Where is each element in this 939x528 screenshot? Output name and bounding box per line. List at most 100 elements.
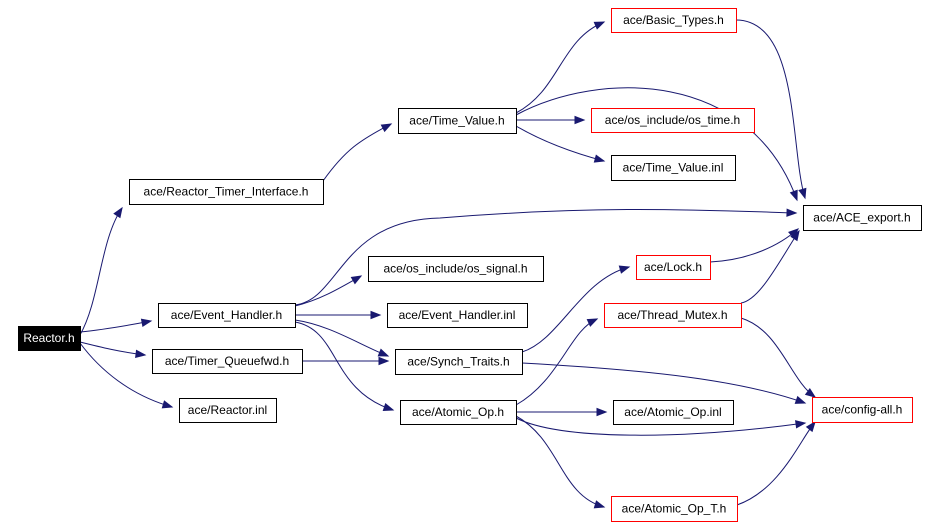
- edge-line: [515, 125, 605, 162]
- edge-lock_h-to-ace_export: [709, 228, 800, 263]
- edge-line: [515, 318, 598, 406]
- edge-time_value_h-to-ace_export: [515, 87, 798, 202]
- node-synch-traits[interactable]: ace/Synch_Traits.h: [395, 349, 523, 375]
- edge-reactor_timer_interface-to-time_value_h: [322, 123, 393, 182]
- node-box: [611, 496, 738, 522]
- edge-arrowhead: [596, 407, 608, 417]
- edge-line: [294, 275, 362, 307]
- node-box: [158, 303, 296, 328]
- edge-line: [79, 207, 123, 336]
- node-reactor-timer-interface[interactable]: ace/Reactor_Timer_Interface.h: [129, 179, 324, 205]
- edge-arrowhead: [380, 123, 393, 133]
- node-label: ace/Time_Value.inl: [623, 161, 724, 175]
- edge-arrowhead: [378, 356, 390, 366]
- edge-event_handler_h-to-os_signal: [294, 275, 363, 307]
- edge-basic_types-to-ace_export: [735, 19, 807, 200]
- edge-line: [294, 319, 389, 357]
- edge-thread_mutex-to-ace_export: [740, 229, 800, 304]
- edge-arrowhead: [377, 348, 390, 357]
- node-config-all[interactable]: ace/config-all.h: [812, 397, 913, 423]
- edges-layer: [79, 19, 817, 509]
- node-label: ace/Event_Handler.inl: [399, 308, 516, 322]
- node-label: ace/config-all.h: [822, 403, 903, 417]
- node-label: ace/Synch_Traits.h: [407, 355, 509, 369]
- edge-line: [515, 417, 806, 436]
- node-lock-h[interactable]: ace/Lock.h: [636, 255, 711, 280]
- edge-reactor_h-to-reactor_timer_interface: [79, 206, 123, 336]
- edge-synch_traits-to-config_all: [521, 362, 807, 404]
- node-label: ace/Atomic_Op.h: [412, 405, 504, 419]
- edge-line: [515, 21, 605, 114]
- edge-reactor_h-to-timer_queuefwd: [79, 341, 147, 359]
- edge-arrowhead: [370, 310, 382, 320]
- edge-arrowhead: [790, 229, 800, 242]
- node-box: [803, 205, 922, 231]
- node-atomic-op-inl[interactable]: ace/Atomic_Op.inl: [613, 400, 734, 425]
- node-box: [179, 398, 277, 423]
- edge-arrowhead: [593, 500, 606, 509]
- node-label: ace/Timer_Queuefwd.h: [165, 354, 289, 368]
- node-timer-queuefwd[interactable]: ace/Timer_Queuefwd.h: [152, 349, 303, 374]
- edge-reactor_h-to-event_handler_h: [79, 318, 153, 333]
- node-label: Reactor.h: [23, 331, 74, 345]
- edge-arrowhead: [789, 189, 798, 202]
- node-label: ace/Reactor_Timer_Interface.h: [144, 185, 309, 199]
- node-thread-mutex[interactable]: ace/Thread_Mutex.h: [604, 303, 742, 328]
- edge-arrowhead: [350, 275, 363, 285]
- node-box: [368, 256, 544, 282]
- node-time-value-inl[interactable]: ace/Time_Value.inl: [611, 155, 736, 181]
- edge-line: [736, 421, 816, 506]
- edge-line: [515, 415, 605, 508]
- edge-event_handler_h-to-ace_export: [294, 208, 798, 306]
- edge-arrowhead: [618, 265, 631, 274]
- node-os-signal[interactable]: ace/os_include/os_signal.h: [368, 256, 544, 282]
- node-label: ace/Thread_Mutex.h: [617, 308, 727, 322]
- edge-line: [322, 123, 392, 182]
- node-event-handler-inl[interactable]: ace/Event_Handler.inl: [387, 303, 528, 328]
- node-time-value-h[interactable]: ace/Time_Value.h: [398, 108, 517, 134]
- edge-line: [79, 342, 173, 408]
- node-label: ace/Atomic_Op.inl: [624, 405, 721, 419]
- node-basic-types[interactable]: ace/Basic_Types.h: [611, 8, 737, 33]
- node-label: ace/Basic_Types.h: [623, 13, 724, 27]
- node-box: [611, 155, 736, 181]
- edge-arrowhead: [593, 21, 606, 30]
- edge-arrowhead: [586, 318, 599, 327]
- node-atomic-op-h[interactable]: ace/Atomic_Op.h: [400, 400, 517, 425]
- nodes-layer: Reactor.hace/Reactor_Timer_Interface.hac…: [18, 8, 922, 522]
- edge-event_handler_h-to-event_handler_inl: [295, 310, 382, 320]
- edge-line: [521, 266, 630, 353]
- edge-time_value_h-to-os_time: [516, 115, 586, 125]
- edge-arrowhead: [795, 420, 807, 429]
- edge-line: [515, 87, 798, 201]
- edge-line: [740, 317, 816, 398]
- node-reactor-h: Reactor.h: [18, 326, 81, 351]
- edge-atomic_op_h-to-config_all: [515, 417, 807, 436]
- edge-synch_traits-to-lock_h: [521, 265, 631, 353]
- node-reactor-inl[interactable]: ace/Reactor.inl: [179, 398, 277, 423]
- node-box: [812, 397, 913, 423]
- node-ace-export[interactable]: ace/ACE_export.h: [803, 205, 922, 231]
- edge-line: [709, 228, 799, 263]
- edge-time_value_h-to-basic_types: [515, 21, 606, 114]
- edge-thread_mutex-to-config_all: [740, 317, 817, 398]
- edge-line: [740, 230, 800, 304]
- edge-arrowhead: [135, 349, 147, 359]
- edge-line: [79, 341, 146, 356]
- node-box: [591, 108, 755, 133]
- node-box: [129, 179, 324, 205]
- edge-atomic_op_h-to-atomic_op_inl: [516, 407, 608, 417]
- edge-arrowhead: [113, 206, 123, 219]
- edge-atomic_op_h-to-thread_mutex: [515, 318, 599, 406]
- edge-arrowhead: [805, 420, 816, 433]
- node-os-time[interactable]: ace/os_include/os_time.h: [591, 108, 755, 133]
- edge-arrowhead: [786, 208, 798, 217]
- node-label: ace/os_include/os_signal.h: [383, 262, 527, 276]
- node-box: [387, 303, 528, 328]
- node-atomic-op-t[interactable]: ace/Atomic_Op_T.h: [611, 496, 738, 522]
- edge-atomic_op_h-to-atomic_op_t: [515, 415, 606, 509]
- node-event-handler-h[interactable]: ace/Event_Handler.h: [158, 303, 296, 328]
- node-box: [395, 349, 523, 375]
- edge-timer_queuefwd-to-synch_traits: [302, 356, 390, 366]
- node-label: ace/Atomic_Op_T.h: [622, 502, 727, 516]
